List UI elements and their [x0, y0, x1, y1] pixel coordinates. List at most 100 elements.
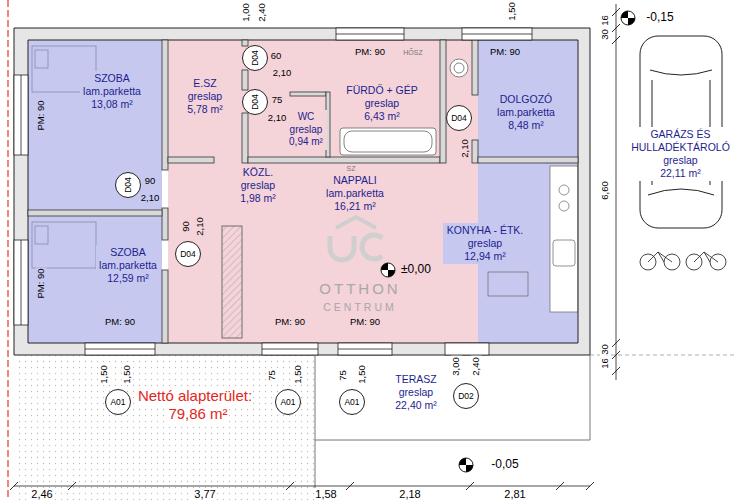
- dimension-label: 2,10: [195, 216, 206, 237]
- windows: [14, 28, 532, 355]
- inner-wall: [248, 157, 440, 163]
- water-heater-inner: [454, 63, 464, 73]
- label-holder: 2,46: [30, 488, 53, 500]
- label-holder: 1,50: [357, 364, 368, 385]
- car-window: [648, 189, 714, 195]
- label-holder: -0,15: [645, 11, 674, 25]
- dimension-label: 16: [600, 357, 611, 370]
- bike-frame: [648, 252, 672, 262]
- room-area: SZOBAlam.parketta13,08 m²: [80, 71, 145, 112]
- blue-floor: [28, 216, 162, 343]
- dimension-label: 60: [270, 51, 283, 62]
- inner-wall: [472, 140, 478, 163]
- label-holder: 1,58: [314, 488, 337, 500]
- label-holder: 2,10: [140, 193, 161, 204]
- watermark: OTTHON: [318, 280, 401, 297]
- ground-hatch: [14, 355, 315, 500]
- window-tag: PM: 90: [489, 47, 521, 58]
- inner-wall: [242, 113, 248, 163]
- level-symbol: [381, 263, 395, 277]
- label-holder: Nettó alapterület:: [137, 387, 253, 404]
- window-glass: [338, 349, 392, 350]
- label-holder: 2,40: [257, 2, 268, 23]
- label-holder: PM: 90: [36, 267, 47, 299]
- floor-material: greslap: [289, 124, 324, 137]
- inner-wall: [162, 270, 168, 343]
- pillow: [35, 226, 48, 244]
- room-area-value: 8,48 m²: [497, 119, 556, 132]
- dimension-label: 16: [600, 14, 611, 27]
- door-tag: D04: [242, 89, 268, 115]
- room-area-value: 12,59 m²: [99, 272, 158, 285]
- room-name: WC: [289, 111, 324, 124]
- label-holder: 6,60: [600, 180, 611, 201]
- label-holder: 1,50: [293, 364, 304, 385]
- label-holder: 1,00: [241, 2, 252, 23]
- label-holder: 1,50: [99, 364, 110, 385]
- inner-wall: [478, 157, 578, 163]
- water-heater: [450, 59, 468, 77]
- bicycles: [640, 252, 726, 270]
- dimension-line: [14, 486, 590, 487]
- room-name: E.SZ: [187, 77, 224, 90]
- dimension-label: 2,18: [398, 488, 421, 500]
- dimension-label: 1,00: [241, 2, 252, 23]
- dimension-label: 6,60: [600, 180, 611, 201]
- dimension-label: 1,50: [357, 364, 368, 385]
- room-area-value: 5,78 m²: [187, 103, 224, 116]
- room-area: DOLGOZÓlam.parketta8,48 m²: [494, 92, 559, 133]
- dimension-label: 90: [144, 176, 157, 187]
- room-name: KONYHA - ÉTK.: [446, 224, 524, 237]
- tag-code: A01: [280, 398, 295, 407]
- outer-wall: [14, 28, 590, 355]
- bike-frame: [694, 252, 718, 262]
- label-holder: PM: 90: [349, 317, 381, 328]
- window: [14, 240, 28, 325]
- car-window: [650, 70, 712, 75]
- tag-code: D02: [458, 392, 474, 401]
- level-circle: [381, 263, 395, 277]
- floor-material: lam.parketta: [497, 106, 556, 119]
- room-area: NAPPALIlam.parketta16,21 m²: [323, 173, 388, 214]
- label-holder: 60: [270, 51, 283, 62]
- terrace-outline: [315, 355, 590, 500]
- label-holder: 1,50: [507, 1, 518, 22]
- door-tag: D04: [175, 241, 201, 267]
- label-holder: PM: 90: [274, 317, 306, 328]
- tag-code: A01: [110, 398, 125, 407]
- dimension-label: 1,50: [99, 364, 110, 385]
- label-holder: 3,00: [451, 356, 462, 377]
- window: [338, 343, 392, 355]
- label-holder: 90: [181, 220, 192, 233]
- level-quadrants: [381, 263, 395, 277]
- dimension-label: 2,10: [140, 193, 161, 204]
- pink-floor: [168, 40, 478, 343]
- label-holder: CENTRUM: [322, 301, 398, 313]
- dimension-label: 30: [600, 343, 611, 356]
- inner-wall: [168, 157, 214, 163]
- blue-floor: [28, 40, 162, 210]
- label-holder: 16: [600, 357, 611, 370]
- dimension-label: 1,58: [314, 488, 337, 500]
- inner-wall: [242, 40, 248, 46]
- floor-material: greslap: [346, 97, 419, 110]
- dimension-label: 2,10: [272, 68, 293, 79]
- tag-code: D04: [180, 250, 196, 259]
- watermark: CENTRUM: [322, 301, 398, 313]
- fixture-tag: SZ: [346, 165, 357, 173]
- room-area-value: 16,21 m²: [326, 200, 385, 213]
- level-quadrants: [459, 458, 473, 472]
- pillow: [35, 50, 48, 68]
- room-area: KÖZL.greslap1,98 m²: [237, 165, 280, 206]
- fixture-tag: HŐSZ: [402, 49, 423, 57]
- window-glass: [85, 349, 155, 350]
- property-line: [7, 0, 8, 500]
- room-area: WCgreslap0,94 m²: [286, 110, 327, 150]
- room-area-value: 6,43 m²: [346, 110, 419, 123]
- level-circle: [459, 458, 473, 472]
- dimension-label: 2,40: [471, 356, 482, 377]
- watermark-logo: [336, 217, 376, 228]
- label-holder: 16: [600, 14, 611, 27]
